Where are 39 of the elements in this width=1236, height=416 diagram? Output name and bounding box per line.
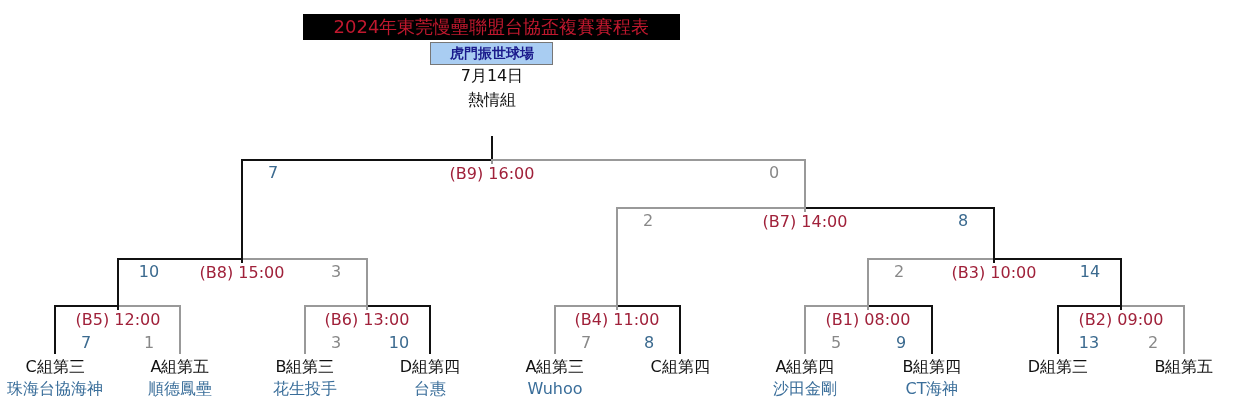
seed-label: B組第四 [902, 356, 962, 378]
seed-label: B組第五 [1154, 356, 1214, 378]
bracket-line [616, 207, 806, 311]
title-banner: 2024年東莞慢壘聯盟台協盃複賽賽程表 [303, 14, 680, 40]
bracket-line [117, 258, 243, 311]
seed-label: B組第三 [274, 356, 336, 378]
team-name: 花生投手 [273, 378, 337, 400]
bracket-line [1057, 305, 1122, 355]
bracket-line [554, 305, 618, 355]
team-name: 沙田金剛 [773, 378, 837, 400]
bracket-line [54, 305, 119, 355]
venue-box: 虎門振世球場 [430, 42, 553, 65]
bracket-line [867, 305, 933, 355]
bracket-line [304, 305, 368, 355]
bracket-line [491, 159, 806, 213]
bracket-line [867, 258, 995, 311]
bracket-line [241, 159, 493, 264]
bracket-line [804, 207, 995, 264]
bracket-line [616, 305, 681, 355]
team-name: 順德鳳壘 [148, 378, 212, 400]
seed-label: D組第三 [1027, 356, 1089, 378]
bracket-line [366, 305, 431, 355]
group-name: 熱情組 [468, 90, 516, 111]
team-name: 珠海台協海神 [7, 378, 103, 400]
seed-label: D組第四 [399, 356, 461, 378]
seed-label: A組第四 [774, 356, 836, 378]
bracket-line [804, 305, 869, 355]
seed-label: C組第三 [24, 356, 86, 378]
bracket-line [1120, 305, 1185, 355]
seed-label: C組第四 [650, 356, 710, 378]
team-name: 台惠 [413, 378, 447, 400]
bracket-line [993, 258, 1122, 311]
bracket-line [241, 258, 368, 311]
bracket-line [117, 305, 181, 355]
team-name: Wuhoo [526, 378, 584, 400]
seed-label: A組第五 [149, 356, 211, 378]
date-text: 7月14日 [460, 66, 524, 87]
team-name: CT海神 [904, 378, 960, 400]
seed-label: A組第三 [525, 356, 585, 378]
